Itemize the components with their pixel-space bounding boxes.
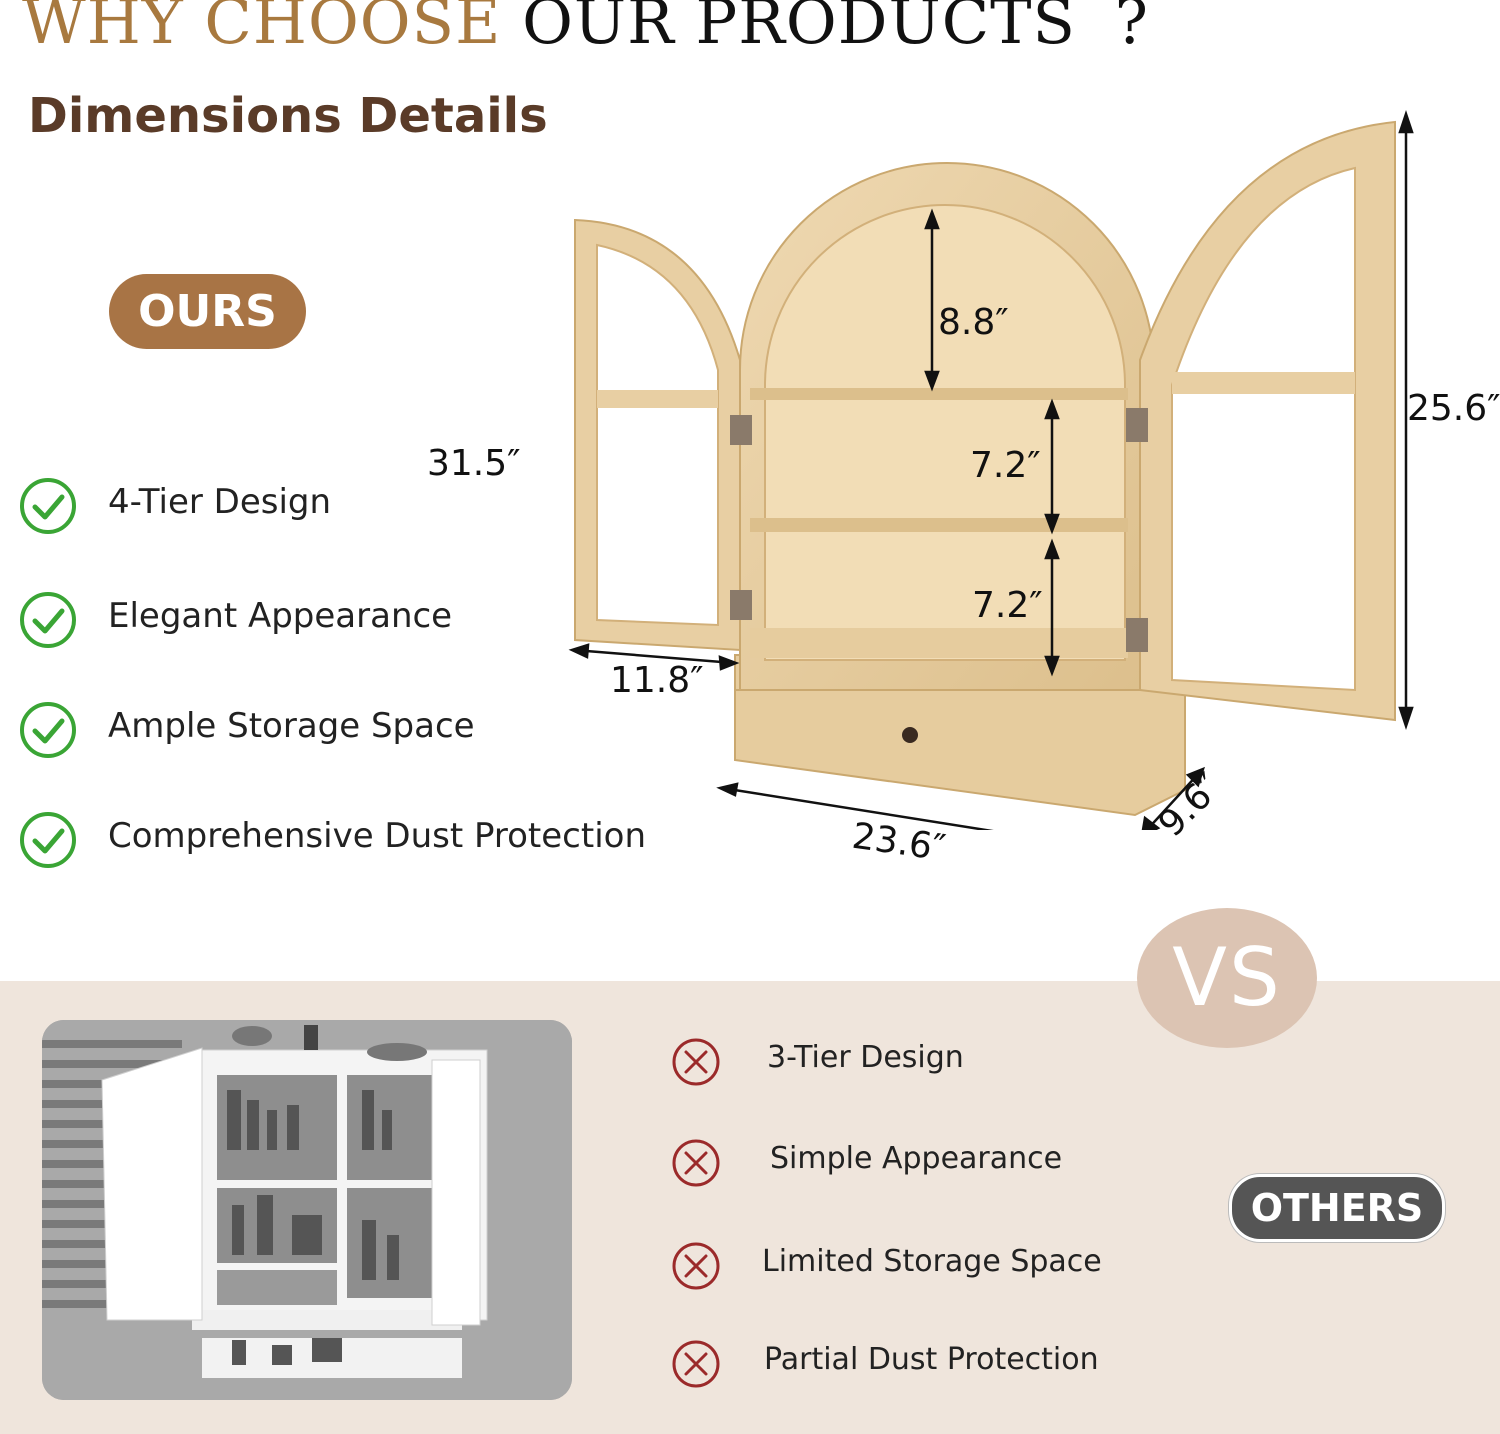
x-circle-icon <box>672 1242 720 1290</box>
check-circle-icon <box>20 478 76 534</box>
competitor-photo <box>42 1020 572 1400</box>
hinge <box>730 415 752 445</box>
vs-badge: VS <box>1137 908 1317 1048</box>
hinge <box>1126 618 1148 652</box>
hinge <box>1126 408 1148 442</box>
drawback-label: Simple Appearance <box>770 1141 1063 1176</box>
cabinet-illustration <box>568 110 1414 830</box>
dim-total-height: 31.5″ <box>427 443 521 484</box>
drawback-label: 3-Tier Design <box>767 1040 964 1075</box>
headline-part2: OUR PRODUCTS <box>522 0 1076 58</box>
dim-arch-height: 8.8″ <box>938 302 1009 343</box>
dim-door-height: 25.6″ <box>1407 388 1500 429</box>
drawer-knob <box>902 727 918 743</box>
x-circle-icon <box>672 1139 720 1187</box>
x-circle-icon <box>672 1038 720 1086</box>
competitor-cabinet-image <box>42 1020 572 1400</box>
others-badge: OTHERS <box>1229 1174 1445 1242</box>
headline: WHY CHOOSE OUR PRODUCTS ? <box>22 0 1149 56</box>
subtitle: Dimensions Details <box>28 88 548 144</box>
dim-door-width: 11.8″ <box>610 660 704 701</box>
headline-part1: WHY CHOOSE <box>22 0 502 58</box>
feature-label: 4-Tier Design <box>108 482 332 522</box>
drawback-label: Partial Dust Protection <box>764 1342 1099 1377</box>
hinge <box>730 590 752 620</box>
check-circle-icon <box>20 592 76 648</box>
cabinet-interior <box>764 204 1126 661</box>
dim-shelf-height-2: 7.2″ <box>972 585 1043 626</box>
drawback-label: Limited Storage Space <box>762 1244 1102 1279</box>
check-circle-icon <box>20 702 76 758</box>
dim-shelf-height-1: 7.2″ <box>970 445 1041 486</box>
shelf <box>750 628 1128 658</box>
shelf <box>750 388 1128 400</box>
headline-question-mark: ? <box>1114 0 1149 58</box>
check-circle-icon <box>20 812 76 868</box>
feature-label: Elegant Appearance <box>108 596 453 636</box>
shelf <box>750 518 1128 532</box>
feature-label: Ample Storage Space <box>108 706 475 746</box>
x-circle-icon <box>672 1340 720 1388</box>
ours-badge: OURS <box>109 274 306 349</box>
feature-label: Comprehensive Dust Protection <box>108 816 647 856</box>
